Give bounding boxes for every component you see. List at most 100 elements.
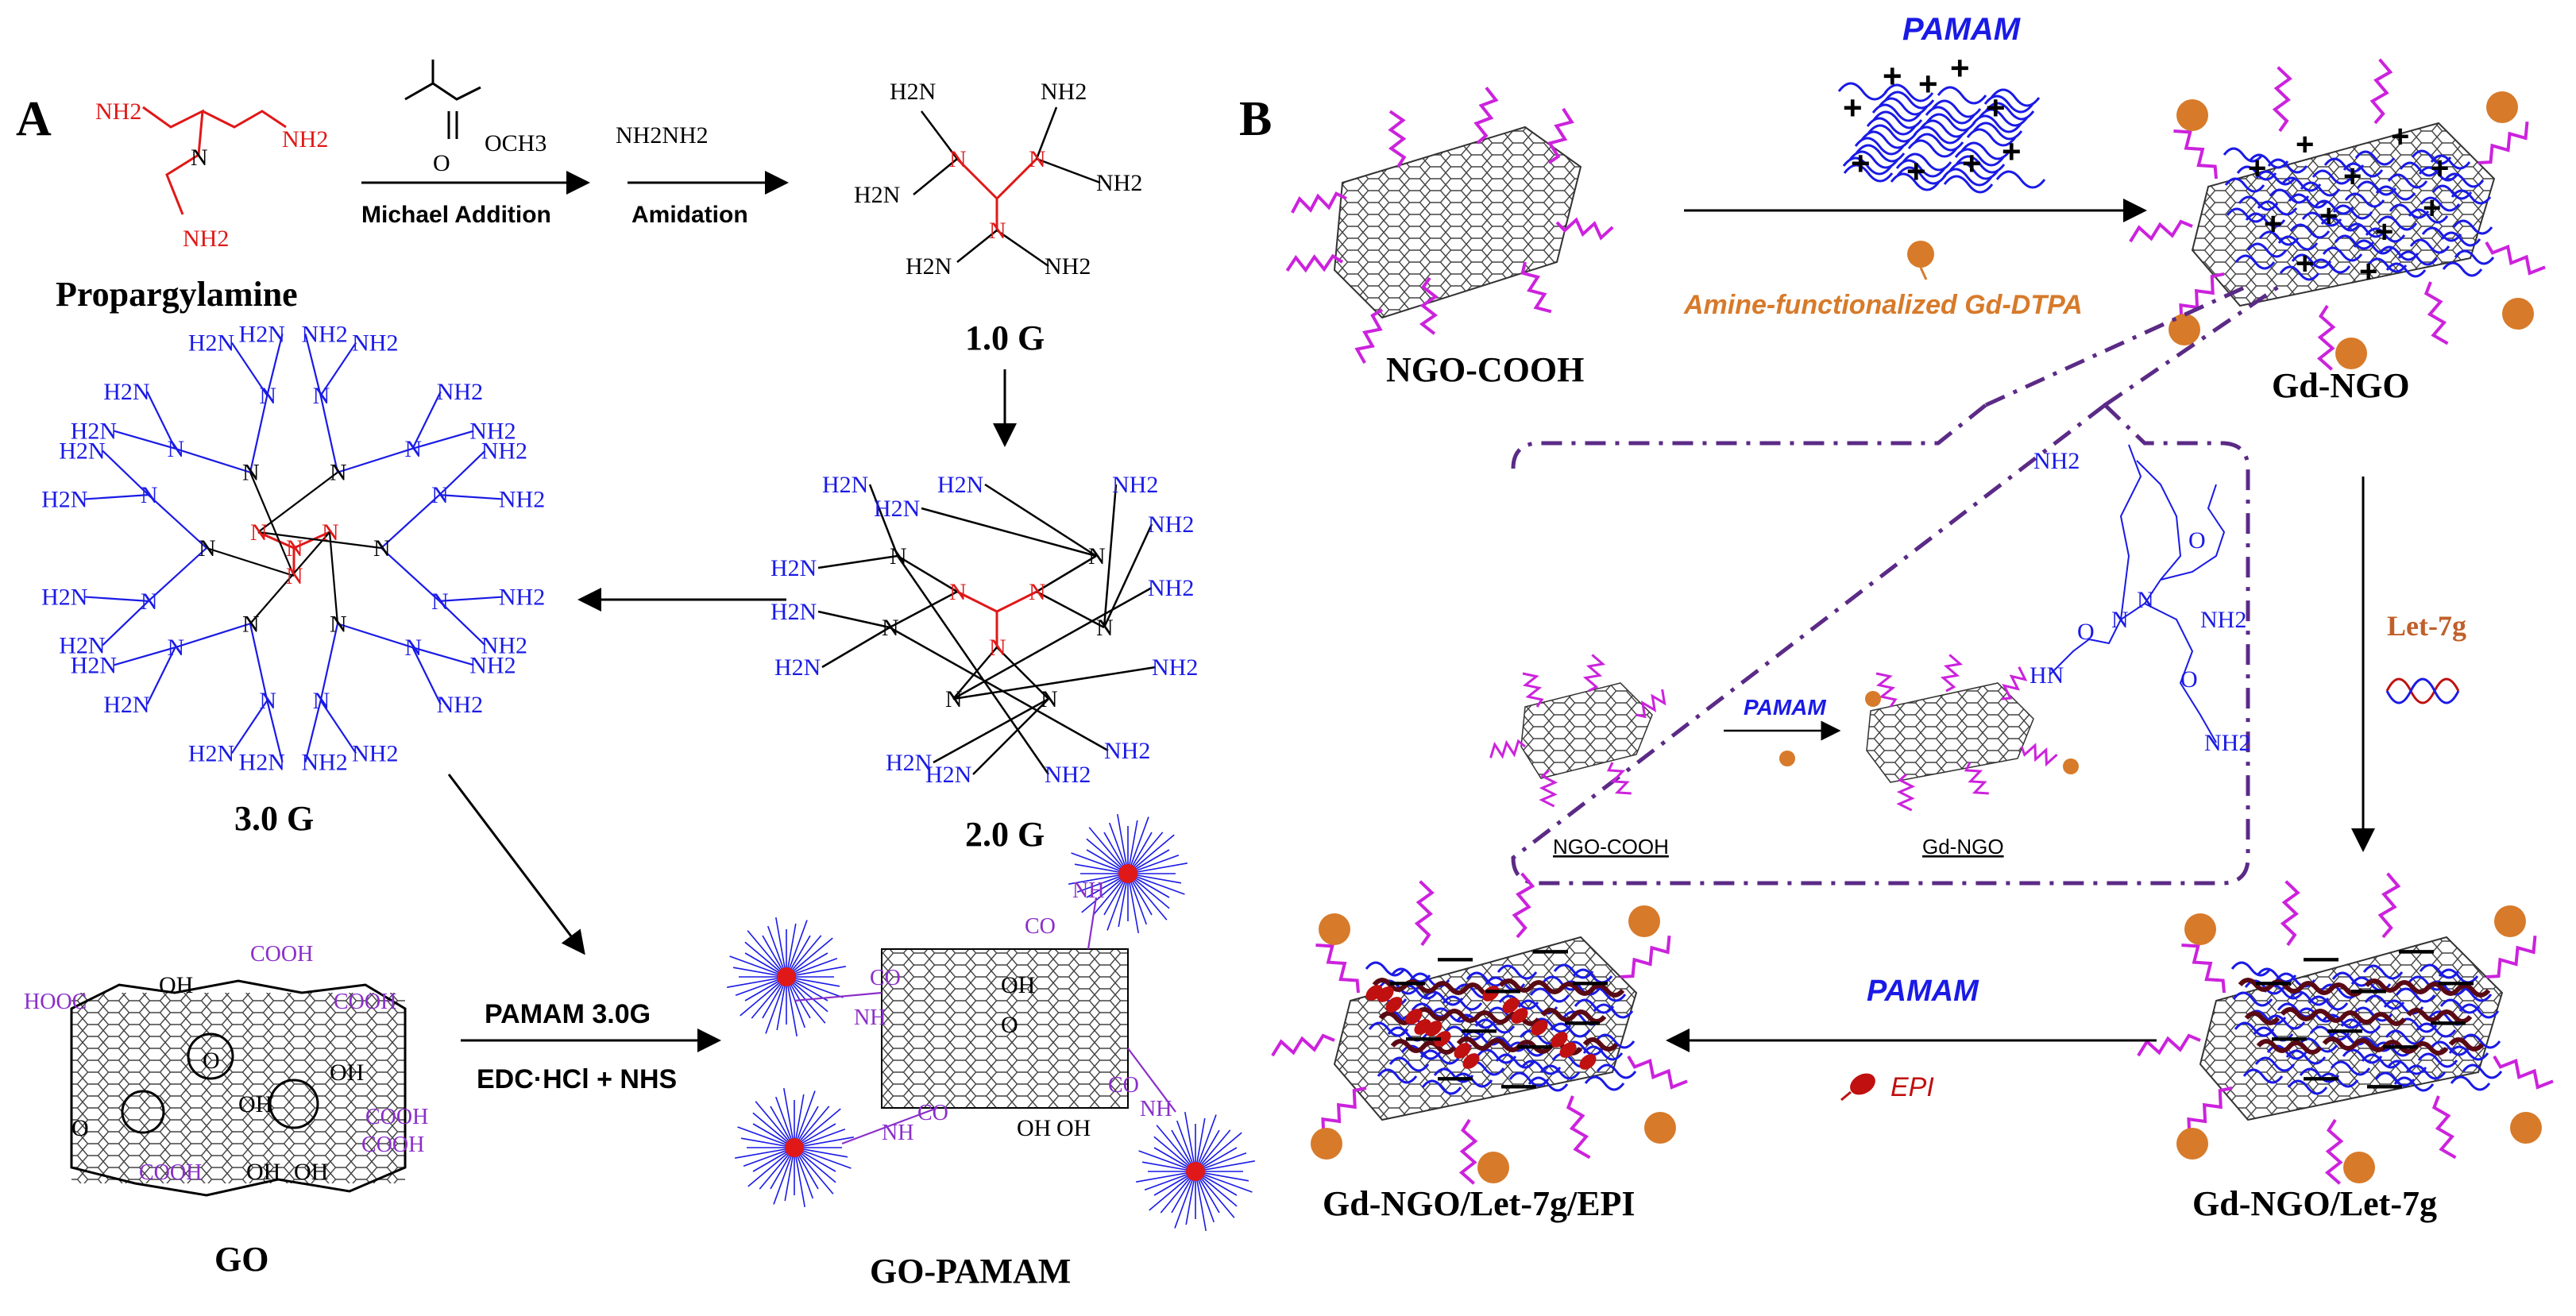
gen3-bond <box>411 391 442 450</box>
pamam-chain <box>2405 1064 2447 1080</box>
polymer-tail <box>1964 762 1989 795</box>
pamam-chain <box>1837 82 1888 101</box>
dendrimer-branch <box>794 1147 805 1207</box>
pamam-chain <box>2419 963 2460 979</box>
gen2-terminal-amine: NH2 <box>1112 472 1158 498</box>
gen3-terminal-amine: NH2 <box>301 750 347 776</box>
pamam-chain <box>2438 968 2479 984</box>
polymer-tail <box>1627 1055 1688 1090</box>
gen3-branch-n: N <box>141 482 158 508</box>
negative-charge-glyph: — <box>2304 1057 2338 1096</box>
gen3-bond <box>337 447 413 473</box>
ngo-cooh-sheet <box>1285 87 1614 364</box>
gen3-bond <box>380 494 440 549</box>
pamam-chain <box>2395 987 2436 1003</box>
gen3-bond <box>206 546 295 577</box>
let7g-strand <box>2328 982 2365 997</box>
pamam-chain <box>1943 175 1994 194</box>
positive-charge-glyph: + <box>1851 145 1871 182</box>
let7g-strand <box>1474 1010 1511 1025</box>
pamam-dendrimer-ball <box>735 1088 854 1207</box>
negative-charge-glyph: — <box>2439 962 2474 1001</box>
pamam-chain <box>1452 1072 1493 1088</box>
gen2-terminal-amine: NH2 <box>1045 762 1091 788</box>
go-cooh-3: COOH <box>365 1105 428 1129</box>
polymer-tail <box>1354 308 1384 364</box>
gen3-bond <box>319 342 357 396</box>
pamam-chain <box>1508 1071 1550 1087</box>
pamam-chain <box>1443 1025 1485 1041</box>
gen3-center-n: N <box>286 535 303 562</box>
epi-molecule <box>1482 986 1500 1001</box>
dendrimer-branch <box>783 1088 795 1148</box>
gen3-branch-n: N <box>313 383 330 409</box>
pamam-dendrimer-ball <box>727 917 846 1036</box>
pamam-chain <box>2279 265 2320 281</box>
gen1-core-n2: N <box>1029 146 1046 172</box>
go-pamam-structure: CO NH NH CO CO NH NH CO OH OH OH O <box>727 814 1255 1231</box>
pamam-chain <box>2418 166 2459 182</box>
pamam-chain <box>2399 161 2440 177</box>
polymer-tail <box>1321 1086 1367 1137</box>
let7g-strand <box>2268 979 2304 994</box>
negative-charge-glyph: — <box>2304 938 2338 977</box>
pamam-chain <box>2361 1053 2402 1069</box>
epi-molecule <box>1405 1009 1423 1025</box>
positive-charge-glyph: + <box>2391 119 2409 154</box>
pamam-chain <box>1495 1053 1536 1069</box>
dendrimer-branch <box>747 1147 795 1187</box>
pamam-chain <box>1966 128 2017 147</box>
gen3-bond <box>412 646 474 666</box>
pamam-chain <box>1582 1045 1624 1061</box>
pamam-chain <box>2308 995 2349 1011</box>
pamam-chain <box>1387 1026 1428 1042</box>
pamam-chain <box>1842 156 1893 176</box>
polymer-tail <box>2485 936 2537 978</box>
pamam-chain <box>2429 1040 2470 1056</box>
go-cooh-4: COOH <box>361 1133 424 1157</box>
negative-charge-glyph: — <box>1533 930 1568 969</box>
propargylamine-label: Propargylamine <box>56 275 298 314</box>
polymer-tail <box>2272 66 2292 133</box>
gen3-branch-n: N <box>431 482 449 508</box>
gen3-terminal-amine: H2N <box>41 486 87 512</box>
methyl-acrylate-structure: O OCH3 <box>404 60 546 176</box>
negative-charge-glyph: — <box>2399 930 2434 969</box>
negative-charge-glyph: — <box>2431 1001 2466 1040</box>
let7g-strand <box>1589 983 1625 998</box>
polymer-tail <box>1285 253 1344 273</box>
negative-charge-glyph: — <box>2383 1025 2418 1064</box>
gen3-mid-n: N <box>242 460 260 486</box>
epi-molecule <box>1551 1032 1568 1048</box>
polymer-tail <box>1547 107 1574 164</box>
gen3-bond <box>146 391 176 450</box>
gen3-bond <box>319 700 357 754</box>
polymer-tail <box>2369 58 2393 125</box>
positive-charge-glyph: + <box>1883 57 1902 95</box>
gen3-bond <box>266 700 284 762</box>
gen2-terminal-amine: NH2 <box>1104 738 1150 764</box>
pamam-bottom-label: PAMAM <box>1867 974 1979 1008</box>
go-pamam-co-3: CO <box>1108 1073 1139 1098</box>
polymer-tail <box>2316 304 2336 371</box>
pamam-chain <box>2362 964 2404 980</box>
gen3-mid-n: N <box>373 535 391 562</box>
positive-charge-glyph: + <box>2296 246 2314 281</box>
pamam-chain <box>1421 1079 1462 1095</box>
gen3-bond <box>304 334 322 396</box>
gen3-bond <box>114 646 176 666</box>
acrylate-o: O <box>433 150 450 176</box>
pamam-chain <box>2385 262 2427 278</box>
let7g-strand <box>2256 1039 2292 1053</box>
coupling-reagent-line2: EDC·HCl + NHS <box>477 1064 677 1094</box>
pamam-chain <box>1507 1041 1548 1057</box>
pamam-chain <box>1883 83 1934 102</box>
pamam-chain <box>1954 148 2005 167</box>
pamam-chain <box>2416 1022 2457 1038</box>
gen2-mid-n: N <box>1096 615 1114 641</box>
pamam-chain <box>2234 1021 2275 1037</box>
epi-molecule <box>1454 1043 1471 1059</box>
gen3-bond <box>85 596 149 602</box>
polymer-tail <box>2431 1095 2457 1160</box>
